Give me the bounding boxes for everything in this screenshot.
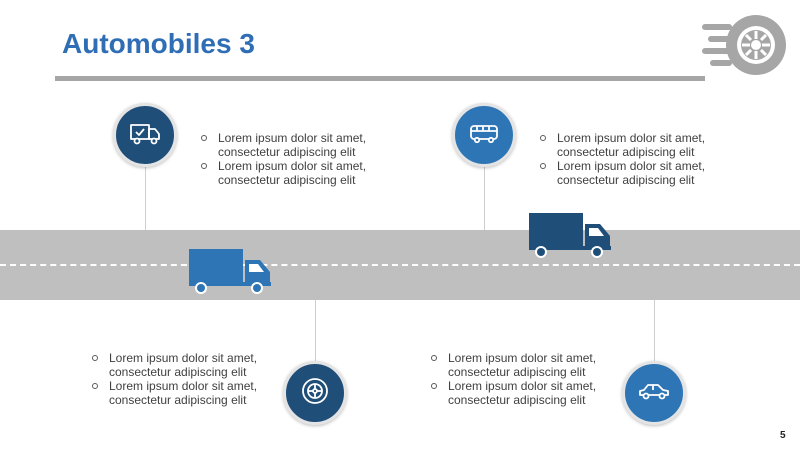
milestone-text-1: Lorem ipsum dolor sit amet, consectetur … bbox=[200, 131, 420, 187]
truck-icon bbox=[528, 212, 614, 265]
connector-line-3 bbox=[315, 300, 316, 362]
bullet-item: Lorem ipsum dolor sit amet, consectetur … bbox=[430, 351, 630, 379]
milestone-circle-4 bbox=[622, 361, 686, 425]
bullet-item: Lorem ipsum dolor sit amet, consectetur … bbox=[200, 131, 420, 159]
road-lane-marking bbox=[0, 264, 800, 266]
speeding-wheel-icon bbox=[700, 12, 790, 78]
bus-icon bbox=[466, 115, 502, 156]
milestone-text-3: Lorem ipsum dolor sit amet, consectetur … bbox=[91, 351, 291, 407]
truck-icon bbox=[188, 248, 274, 301]
delivery-truck-icon bbox=[127, 115, 163, 156]
car-icon bbox=[636, 373, 672, 414]
bullet-item: Lorem ipsum dolor sit amet, consectetur … bbox=[200, 159, 420, 187]
title-underline bbox=[55, 76, 705, 81]
bullet-item: Lorem ipsum dolor sit amet, consectetur … bbox=[91, 351, 291, 379]
bullet-item: Lorem ipsum dolor sit amet, consectetur … bbox=[91, 379, 291, 407]
milestone-circle-3 bbox=[283, 361, 347, 425]
bullet-item: Lorem ipsum dolor sit amet, consectetur … bbox=[539, 131, 759, 159]
bullet-item: Lorem ipsum dolor sit amet, consectetur … bbox=[430, 379, 630, 407]
bullet-item: Lorem ipsum dolor sit amet, consectetur … bbox=[539, 159, 759, 187]
connector-line-1 bbox=[145, 160, 146, 230]
connector-line-2 bbox=[484, 160, 485, 230]
page-number: 5 bbox=[780, 430, 786, 441]
slide-title: Automobiles 3 bbox=[62, 28, 255, 59]
milestone-circle-1 bbox=[113, 103, 177, 167]
connector-line-4 bbox=[654, 300, 655, 362]
tire-icon bbox=[297, 373, 333, 414]
milestone-text-4: Lorem ipsum dolor sit amet, consectetur … bbox=[430, 351, 630, 407]
milestone-text-2: Lorem ipsum dolor sit amet, consectetur … bbox=[539, 131, 759, 187]
milestone-circle-2 bbox=[452, 103, 516, 167]
